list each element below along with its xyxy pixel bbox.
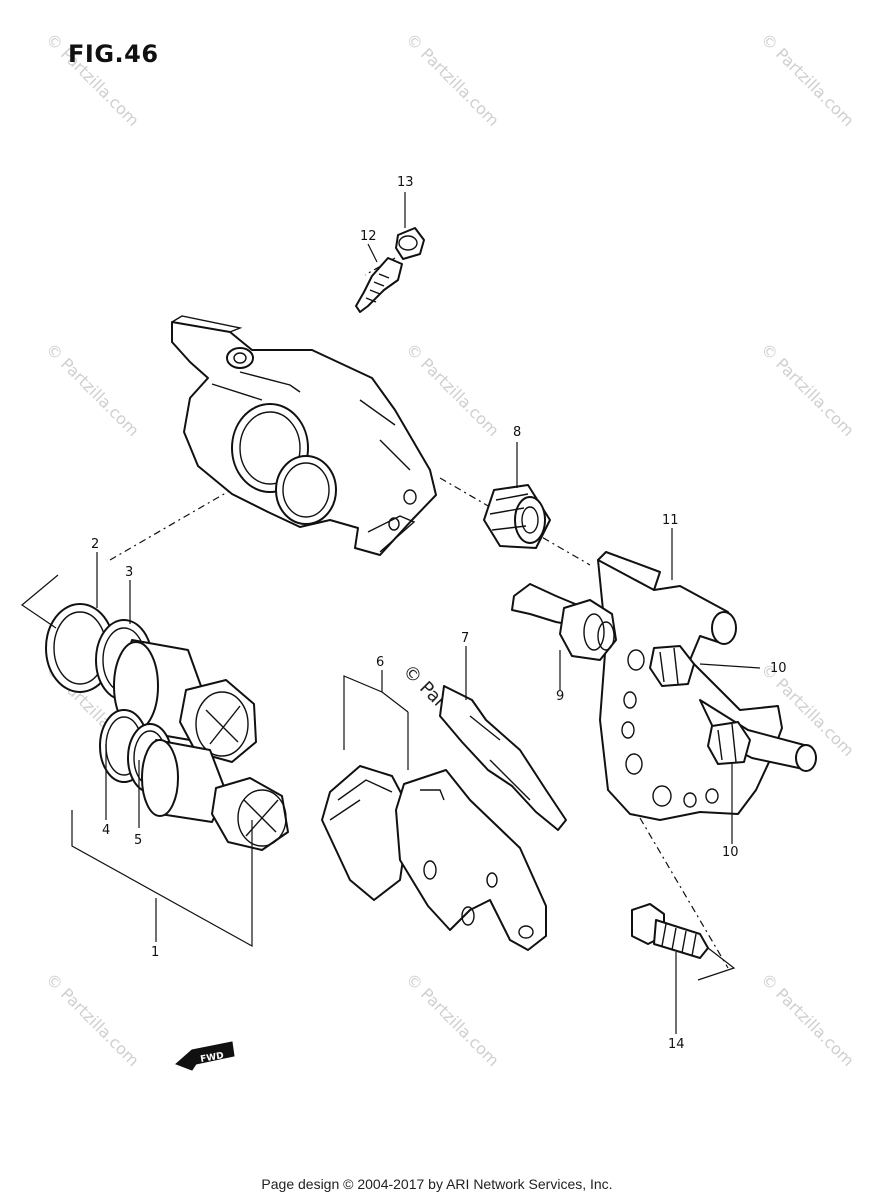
piston-lower xyxy=(141,739,289,851)
fwd-label: FWD xyxy=(200,1051,225,1065)
callout-10-lower: 10 xyxy=(722,845,739,860)
callout-14: 14 xyxy=(668,1037,685,1052)
watermark: © Partzilla.com xyxy=(402,339,503,440)
part-9-slide-pin xyxy=(511,583,617,661)
part-10-boot-upper xyxy=(649,645,695,687)
watermark: © Partzilla.com xyxy=(402,969,503,1070)
callout-8: 8 xyxy=(513,425,521,440)
callout-4: 4 xyxy=(102,823,110,838)
part-7-pad-spring xyxy=(439,685,567,831)
watermark: © Partzilla.com xyxy=(42,969,143,1070)
part-10-boot-lower xyxy=(707,721,751,765)
part-8-dust-boot xyxy=(483,484,551,549)
callout-12: 12 xyxy=(360,229,377,244)
watermark: © Partzilla.com xyxy=(402,29,503,130)
watermark: © Partzilla.com xyxy=(757,339,858,440)
piston-upper xyxy=(113,639,257,763)
part-6-brake-pads xyxy=(321,765,547,951)
part-13-cap xyxy=(395,227,425,260)
callout-10-upper: 10 xyxy=(770,661,787,676)
part-14-bolt xyxy=(631,903,709,959)
callout-1: 1 xyxy=(151,945,159,960)
watermark: © Partzilla.com xyxy=(42,339,143,440)
callout-13: 13 xyxy=(397,175,414,190)
leader-lines xyxy=(21,192,761,1034)
callout-6: 6 xyxy=(376,655,384,670)
figure-title: FIG.46 xyxy=(68,40,159,68)
callout-7: 7 xyxy=(461,631,469,646)
callout-11: 11 xyxy=(662,513,679,528)
callout-5: 5 xyxy=(134,833,142,848)
watermark: © Partzilla.com xyxy=(757,969,858,1070)
forward-direction-arrow: FWD xyxy=(175,1041,235,1071)
callout-2: 2 xyxy=(91,537,99,552)
watermark: © Partzilla.com xyxy=(757,29,858,130)
callout-3: 3 xyxy=(125,565,133,580)
caliper-body xyxy=(171,315,437,556)
callout-labels: 13 12 8 2 3 11 6 7 10 9 4 5 10 1 14 xyxy=(91,175,787,1052)
footer-copyright: Page design © 2004-2017 by ARI Network S… xyxy=(261,1176,613,1192)
part-12-bleeder-screw xyxy=(355,257,403,313)
callout-9: 9 xyxy=(556,689,564,704)
exploded-view-drawing: © Partzilla.com © Partzilla.com © Partzi… xyxy=(21,29,858,1071)
